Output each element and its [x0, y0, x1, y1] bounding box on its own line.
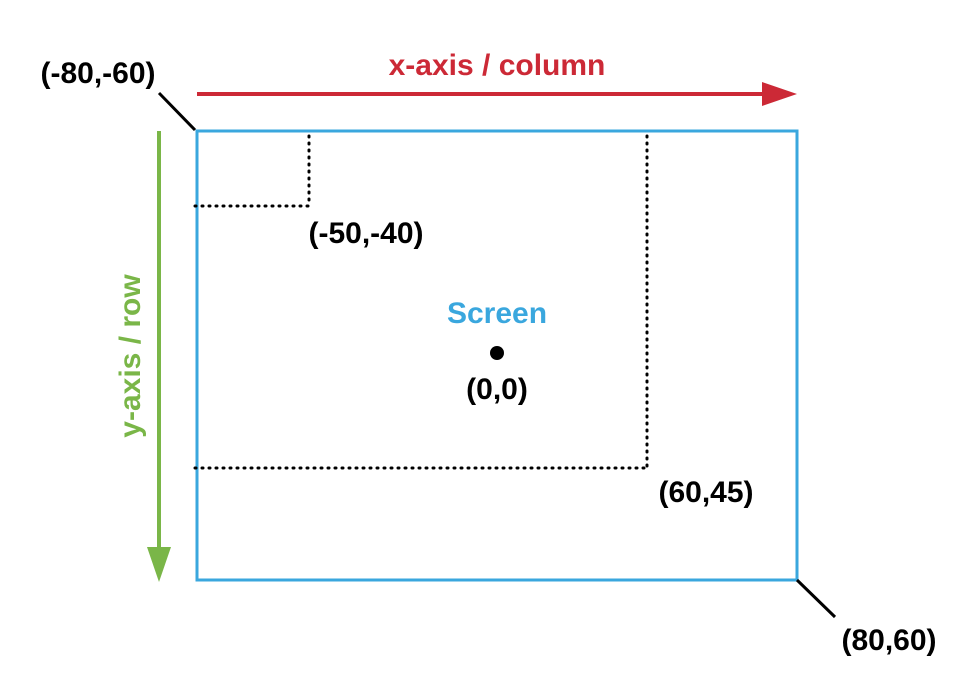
inner-bottom-right-coordinate: (60,45): [658, 476, 753, 509]
inner-top-left-coordinate: (-50,-40): [308, 217, 423, 250]
top-left-coordinate: (-80,-60): [40, 57, 155, 90]
top-left-leader: [157, 91, 197, 132]
screen-label: Screen: [447, 297, 547, 330]
bottom-right-leader: [795, 578, 837, 619]
inner-bottom-right-guides: [193, 134, 649, 470]
bottom-right-coordinate: (80,60): [841, 624, 936, 657]
screen-rectangle: [195, 129, 799, 582]
y-axis-label: y-axis / row: [114, 274, 147, 438]
inner-top-left-guides: [193, 134, 311, 208]
center-coordinate: (0,0): [466, 373, 528, 406]
x-axis-label: x-axis / column: [389, 49, 606, 82]
center-point: [490, 346, 504, 360]
y-axis-arrow: [147, 131, 171, 582]
x-axis-arrow: [197, 82, 797, 106]
